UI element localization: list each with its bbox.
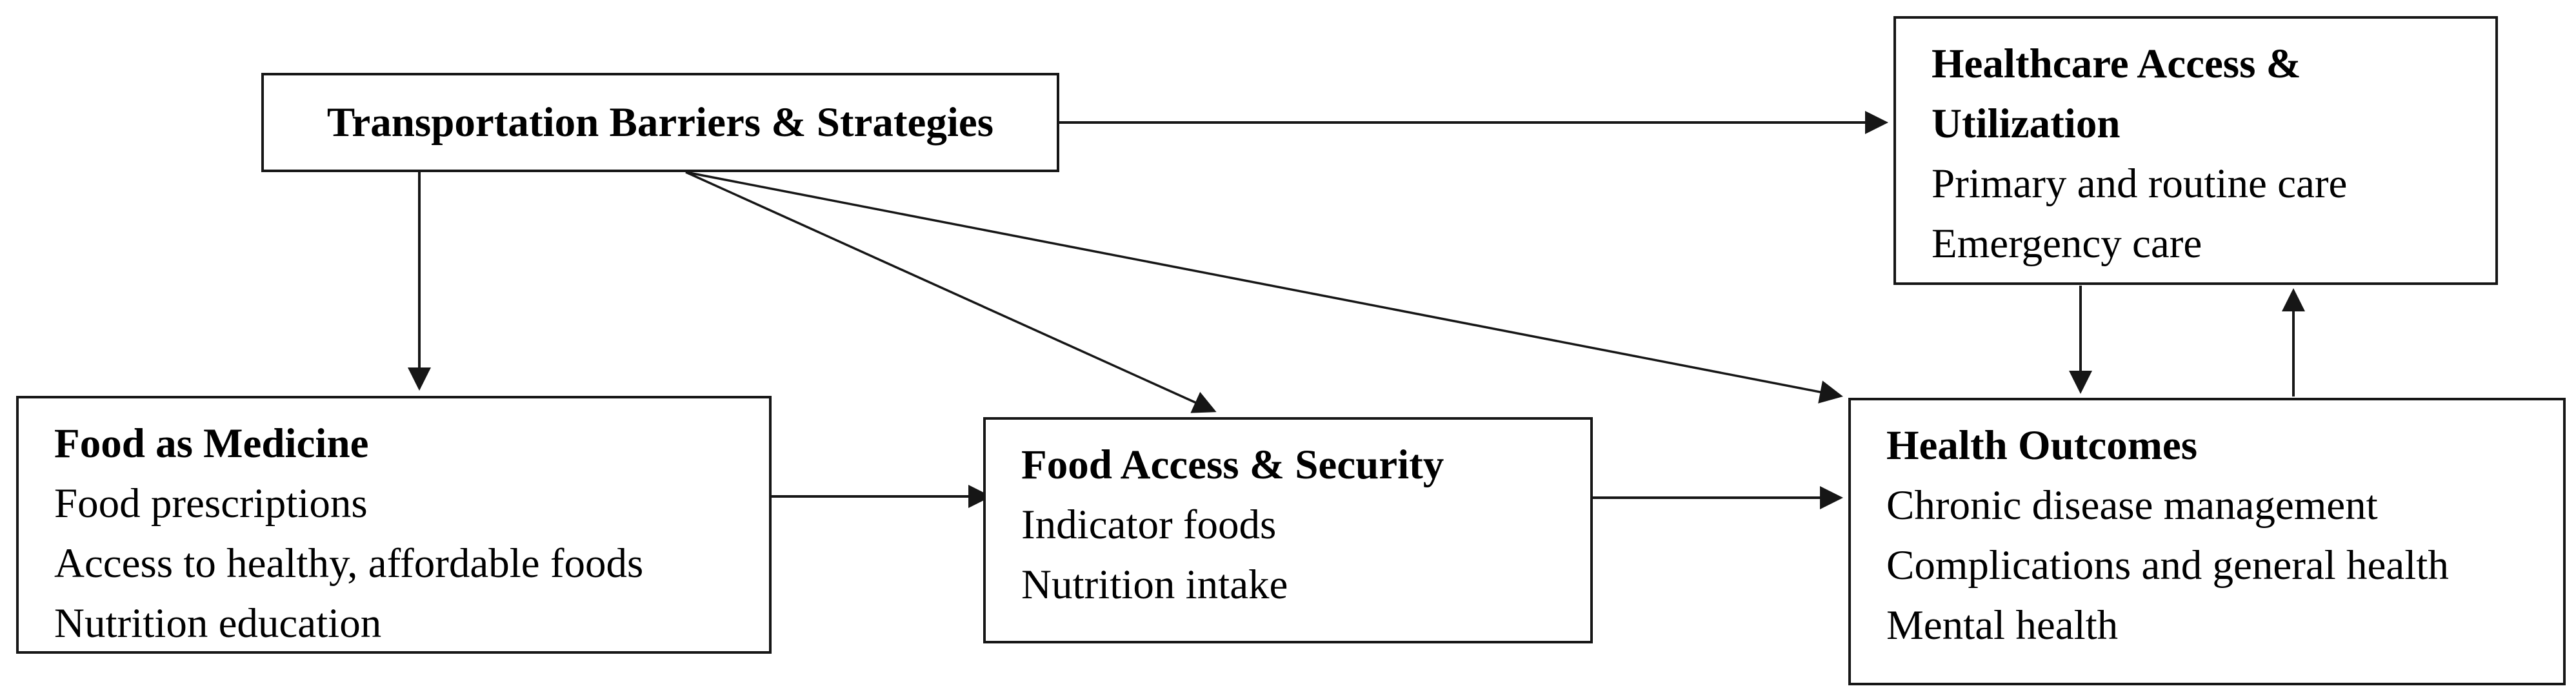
node-item: Chronic disease management: [1886, 482, 2378, 529]
node-food-access-security: Food Access & Security Indicator foods N…: [983, 417, 1593, 643]
node-title: Food Access & Security: [1021, 442, 1444, 488]
arrow-transportation-to-health-outcomes: [685, 171, 1843, 404]
node-food-as-medicine: Food as Medicine Food prescriptions Acce…: [16, 396, 772, 654]
node-item: Complications and general health: [1886, 542, 2449, 589]
arrow-transportation-to-food-access: [685, 171, 1217, 413]
node-item: Nutrition intake: [1021, 562, 1288, 608]
node-item: Food prescriptions: [54, 480, 368, 527]
node-title: Health Outcomes: [1886, 422, 2198, 469]
node-item: Indicator foods: [1021, 502, 1277, 548]
node-title: Transportation Barriers & Strategies: [326, 99, 994, 146]
node-item: Access to healthy, affordable foods: [54, 540, 644, 587]
node-title: Food as Medicine: [54, 420, 369, 467]
node-health-outcomes: Health Outcomes Chronic disease manageme…: [1848, 398, 2566, 685]
node-title: Healthcare Access & Utilization: [1932, 41, 2301, 147]
node-healthcare-access-utilization: Healthcare Access & Utilization Primary …: [1893, 16, 2498, 285]
node-item: Emergency care: [1932, 220, 2202, 267]
node-item: Mental health: [1886, 602, 2119, 649]
node-transportation-barriers-strategies: Transportation Barriers & Strategies: [261, 73, 1059, 172]
node-item: Nutrition education: [54, 600, 382, 647]
node-item: Primary and routine care: [1932, 161, 2348, 207]
